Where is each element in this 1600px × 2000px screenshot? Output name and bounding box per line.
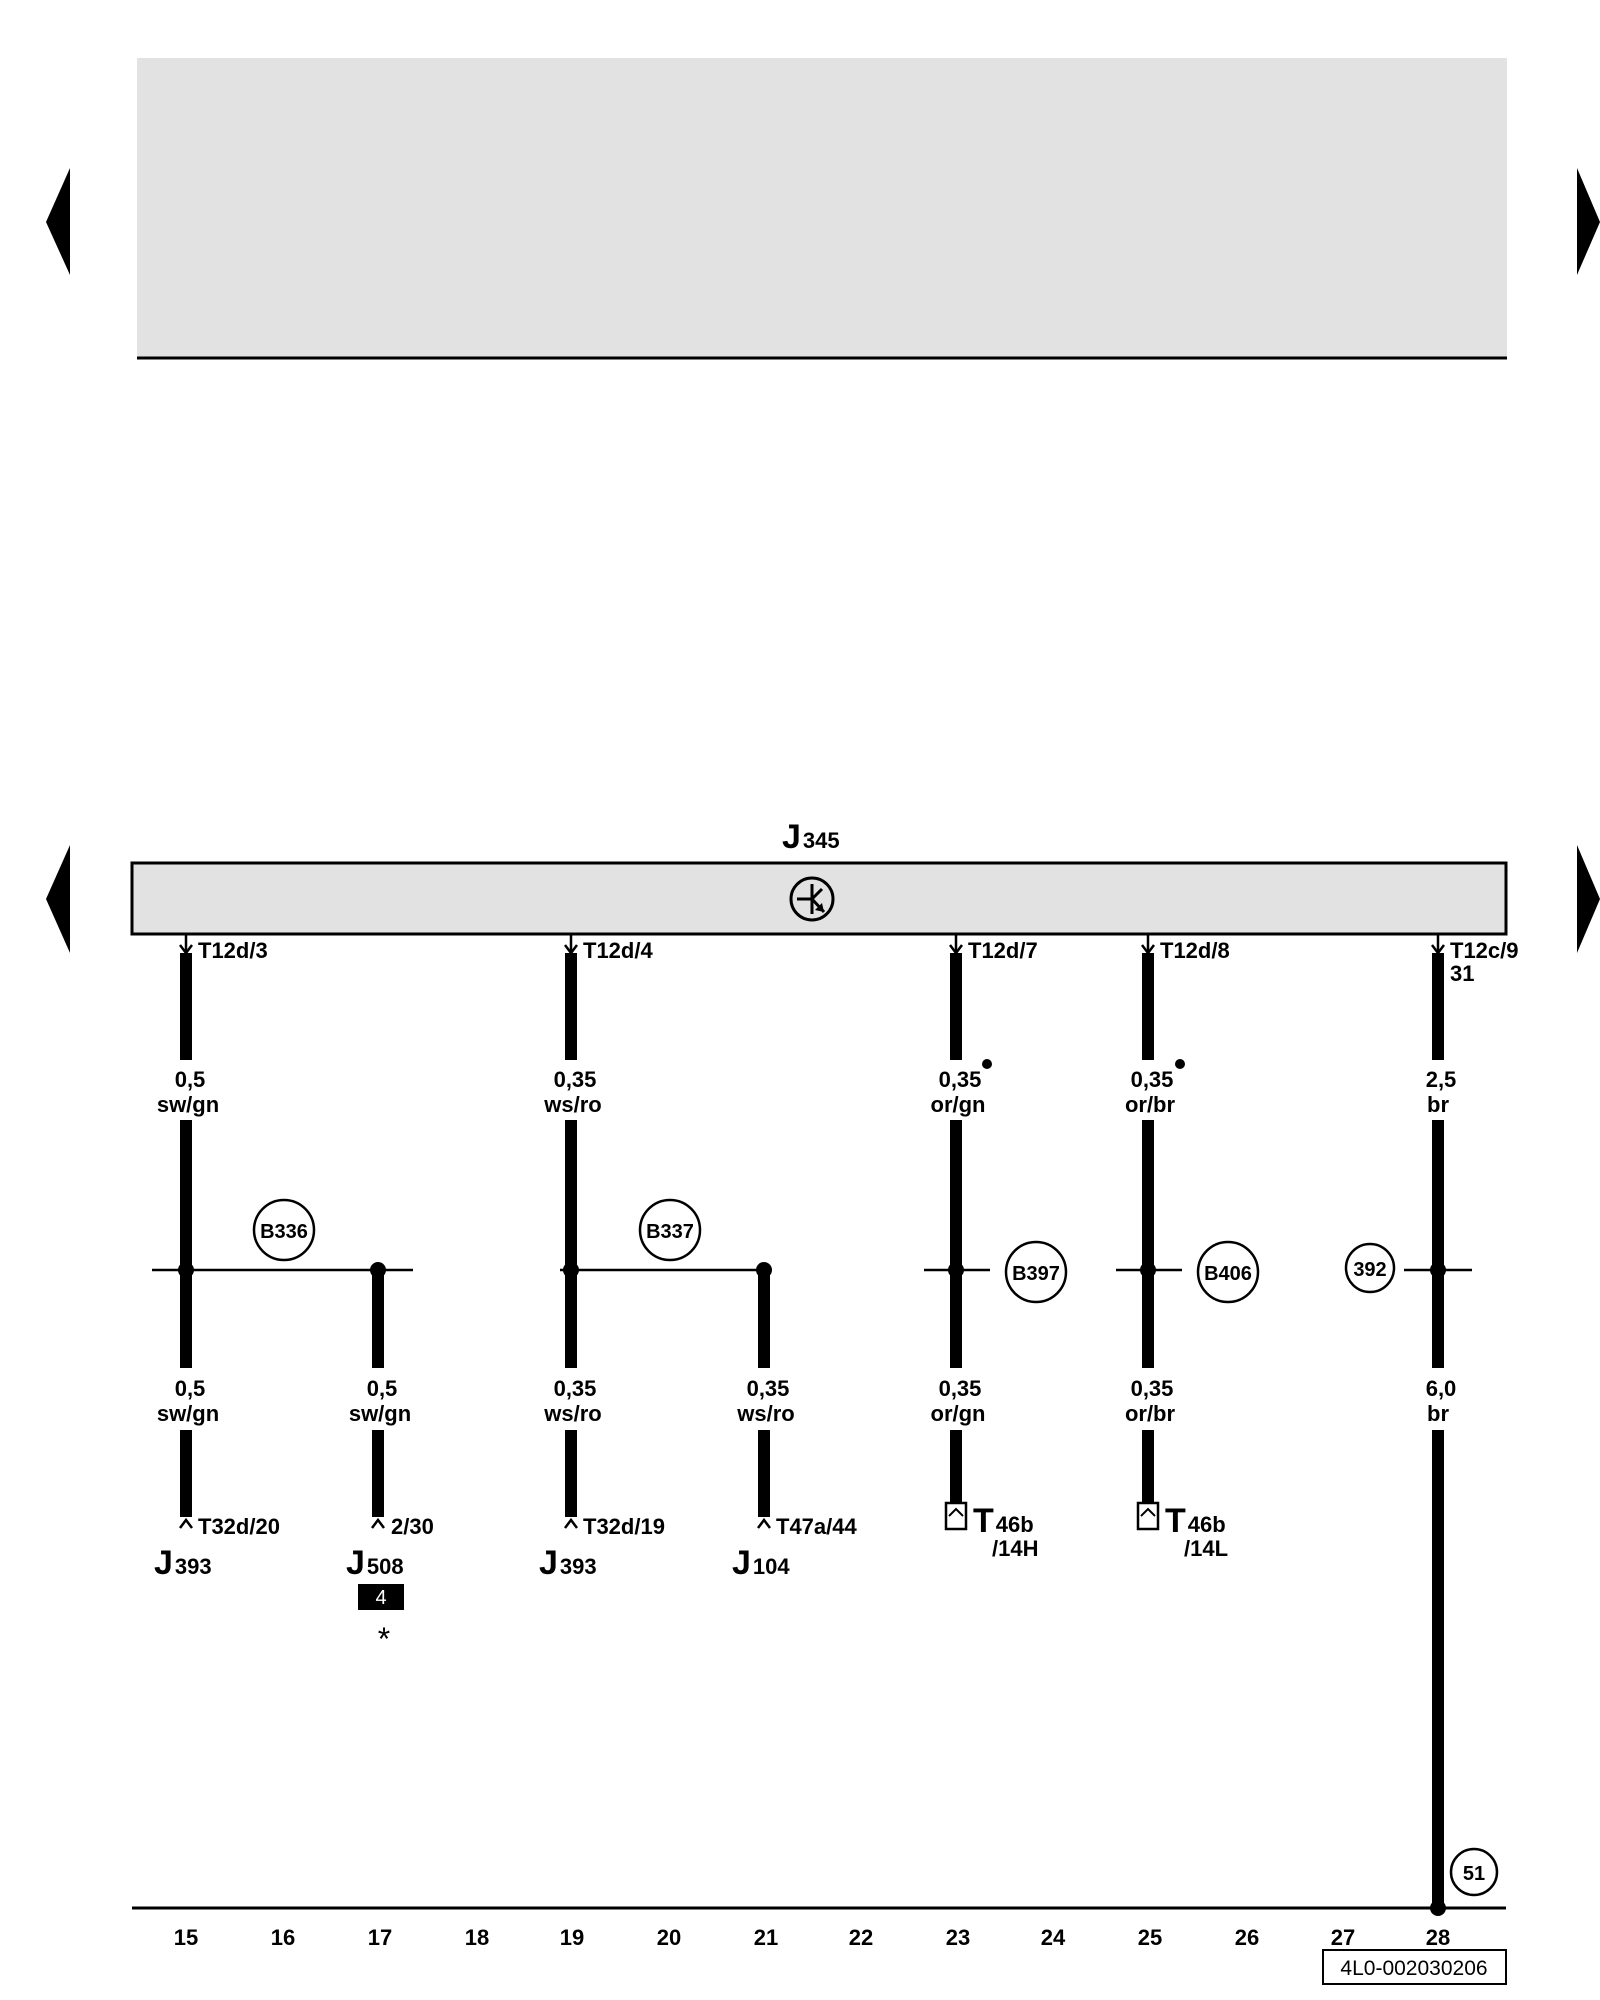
footnote-asterisk: * bbox=[378, 1621, 390, 1657]
marker-dot-25 bbox=[1175, 1059, 1185, 1069]
pin-label-19: T12d/4 bbox=[583, 938, 653, 963]
connection-51-circle bbox=[1449, 1847, 1499, 1897]
column-number: 26 bbox=[1235, 1925, 1259, 1950]
nav-right-bottom-icon[interactable] bbox=[1577, 845, 1600, 953]
connection-392-circle bbox=[1344, 1242, 1396, 1294]
connector-pin-23: /14H bbox=[992, 1536, 1038, 1561]
connector-housing-icon-25 bbox=[1136, 1501, 1160, 1531]
pin-marks bbox=[179, 944, 1445, 956]
gauge-28-top: 2,5 bbox=[1426, 1067, 1457, 1092]
color-19-bottom: ws/ro bbox=[543, 1401, 601, 1426]
gauge-15-bottom: 0,5 bbox=[175, 1376, 206, 1401]
column-number: 28 bbox=[1426, 1925, 1450, 1950]
connector-housing-icon-23 bbox=[944, 1501, 968, 1531]
component-label-19: J393 bbox=[539, 1544, 597, 1582]
column-number: 21 bbox=[754, 1925, 778, 1950]
column-number: 17 bbox=[368, 1925, 392, 1950]
connection-b397-circle bbox=[1004, 1240, 1068, 1304]
splice-dot-23 bbox=[948, 1262, 964, 1278]
connection-b406-label: B406 bbox=[1204, 1263, 1252, 1285]
column-number: 27 bbox=[1331, 1925, 1355, 1950]
connection-b337-circle bbox=[638, 1198, 702, 1262]
gauge-17-bottom: 0,5 bbox=[367, 1376, 398, 1401]
gauge-28-bottom: 6,0 bbox=[1426, 1376, 1457, 1401]
pin-label-bottom-15: T32d/20 bbox=[198, 1514, 280, 1539]
color-23-top: or/gn bbox=[931, 1092, 986, 1117]
gauge-19-bottom: 0,35 bbox=[554, 1376, 597, 1401]
color-23-bottom: or/gn bbox=[931, 1401, 986, 1426]
component-title: J345 bbox=[782, 818, 840, 856]
connection-b337-label: B337 bbox=[646, 1221, 694, 1243]
connection-392-label: 392 bbox=[1353, 1259, 1386, 1281]
color-19-top: ws/ro bbox=[543, 1092, 601, 1117]
splice-dot-25 bbox=[1140, 1262, 1156, 1278]
splice-dot-17 bbox=[370, 1262, 386, 1278]
gauge-25-top: 0,35 bbox=[1131, 1067, 1174, 1092]
column-number: 18 bbox=[465, 1925, 489, 1950]
connection-51-label: 51 bbox=[1463, 1863, 1485, 1885]
connection-b397-label: B397 bbox=[1012, 1263, 1060, 1285]
component-label-17: J508 bbox=[346, 1544, 404, 1582]
column-number: 23 bbox=[946, 1925, 970, 1950]
connection-b336-label: B336 bbox=[260, 1221, 308, 1243]
transistor-symbol-icon bbox=[789, 876, 835, 922]
pin-label-bottom-19: T32d/19 bbox=[583, 1514, 665, 1539]
connector-label-25: T46b bbox=[1165, 1502, 1226, 1540]
reference-badge bbox=[358, 1584, 404, 1610]
footer-code: 4L0-002030206 bbox=[1340, 1957, 1487, 1980]
component-label-21: J104 bbox=[732, 1544, 790, 1582]
color-21-bottom: ws/ro bbox=[736, 1401, 794, 1426]
bottom-pin-marks bbox=[179, 1517, 771, 1529]
column-number: 16 bbox=[271, 1925, 295, 1950]
pin-label-25: T12d/8 bbox=[1160, 938, 1230, 963]
gauge-25-bottom: 0,35 bbox=[1131, 1376, 1174, 1401]
column-number: 15 bbox=[174, 1925, 198, 1950]
nav-left-top-icon[interactable] bbox=[46, 168, 70, 275]
column-number: 25 bbox=[1138, 1925, 1162, 1950]
pin-label-28: T12c/9 bbox=[1450, 938, 1519, 963]
color-28-top: br bbox=[1427, 1092, 1449, 1117]
gauge-15-top: 0,5 bbox=[175, 1067, 206, 1092]
gauge-19-top: 0,35 bbox=[554, 1067, 597, 1092]
pin-label-28-extra: 31 bbox=[1450, 961, 1474, 986]
connector-label-23: T46b bbox=[973, 1502, 1034, 1540]
gauge-23-bottom: 0,35 bbox=[939, 1376, 982, 1401]
color-15-bottom: sw/gn bbox=[157, 1401, 219, 1426]
reference-badge-label: 4 bbox=[375, 1587, 386, 1609]
splice-dot-15 bbox=[178, 1262, 194, 1278]
color-15-top: sw/gn bbox=[157, 1092, 219, 1117]
component-label-15: J393 bbox=[154, 1544, 212, 1582]
component-box bbox=[130, 861, 1508, 936]
splice-dot-19 bbox=[563, 1262, 579, 1278]
splice-dot-21 bbox=[756, 1262, 772, 1278]
nav-right-top-icon[interactable] bbox=[1577, 168, 1600, 275]
column-number: 24 bbox=[1041, 1925, 1066, 1950]
gauge-21-bottom: 0,35 bbox=[747, 1376, 790, 1401]
pin-label-23: T12d/7 bbox=[968, 938, 1038, 963]
color-17-bottom: sw/gn bbox=[349, 1401, 411, 1426]
splice-dot-28 bbox=[1430, 1262, 1446, 1278]
pin-label-bottom-21: T47a/44 bbox=[776, 1514, 857, 1539]
connection-b406-circle bbox=[1196, 1240, 1260, 1304]
upper-panel bbox=[137, 58, 1507, 358]
color-25-top: or/br bbox=[1125, 1092, 1176, 1117]
column-number: 20 bbox=[657, 1925, 681, 1950]
column-number: 19 bbox=[560, 1925, 584, 1950]
pin-label-15: T12d/3 bbox=[198, 938, 268, 963]
color-25-bottom: or/br bbox=[1125, 1401, 1176, 1426]
gauge-23-top: 0,35 bbox=[939, 1067, 982, 1092]
pin-label-bottom-17: 2/30 bbox=[391, 1514, 434, 1539]
nav-left-bottom-icon[interactable] bbox=[46, 845, 70, 953]
connector-pin-25: /14L bbox=[1184, 1536, 1228, 1561]
connection-b336-circle bbox=[252, 1198, 316, 1262]
footer-code-box bbox=[1322, 1949, 1507, 1985]
color-28-bottom: br bbox=[1427, 1401, 1449, 1426]
marker-dot-23 bbox=[982, 1059, 992, 1069]
column-numbers: 15 16 17 18 19 20 21 22 23 24 25 26 27 2… bbox=[174, 1925, 1450, 1950]
column-number: 22 bbox=[849, 1925, 873, 1950]
